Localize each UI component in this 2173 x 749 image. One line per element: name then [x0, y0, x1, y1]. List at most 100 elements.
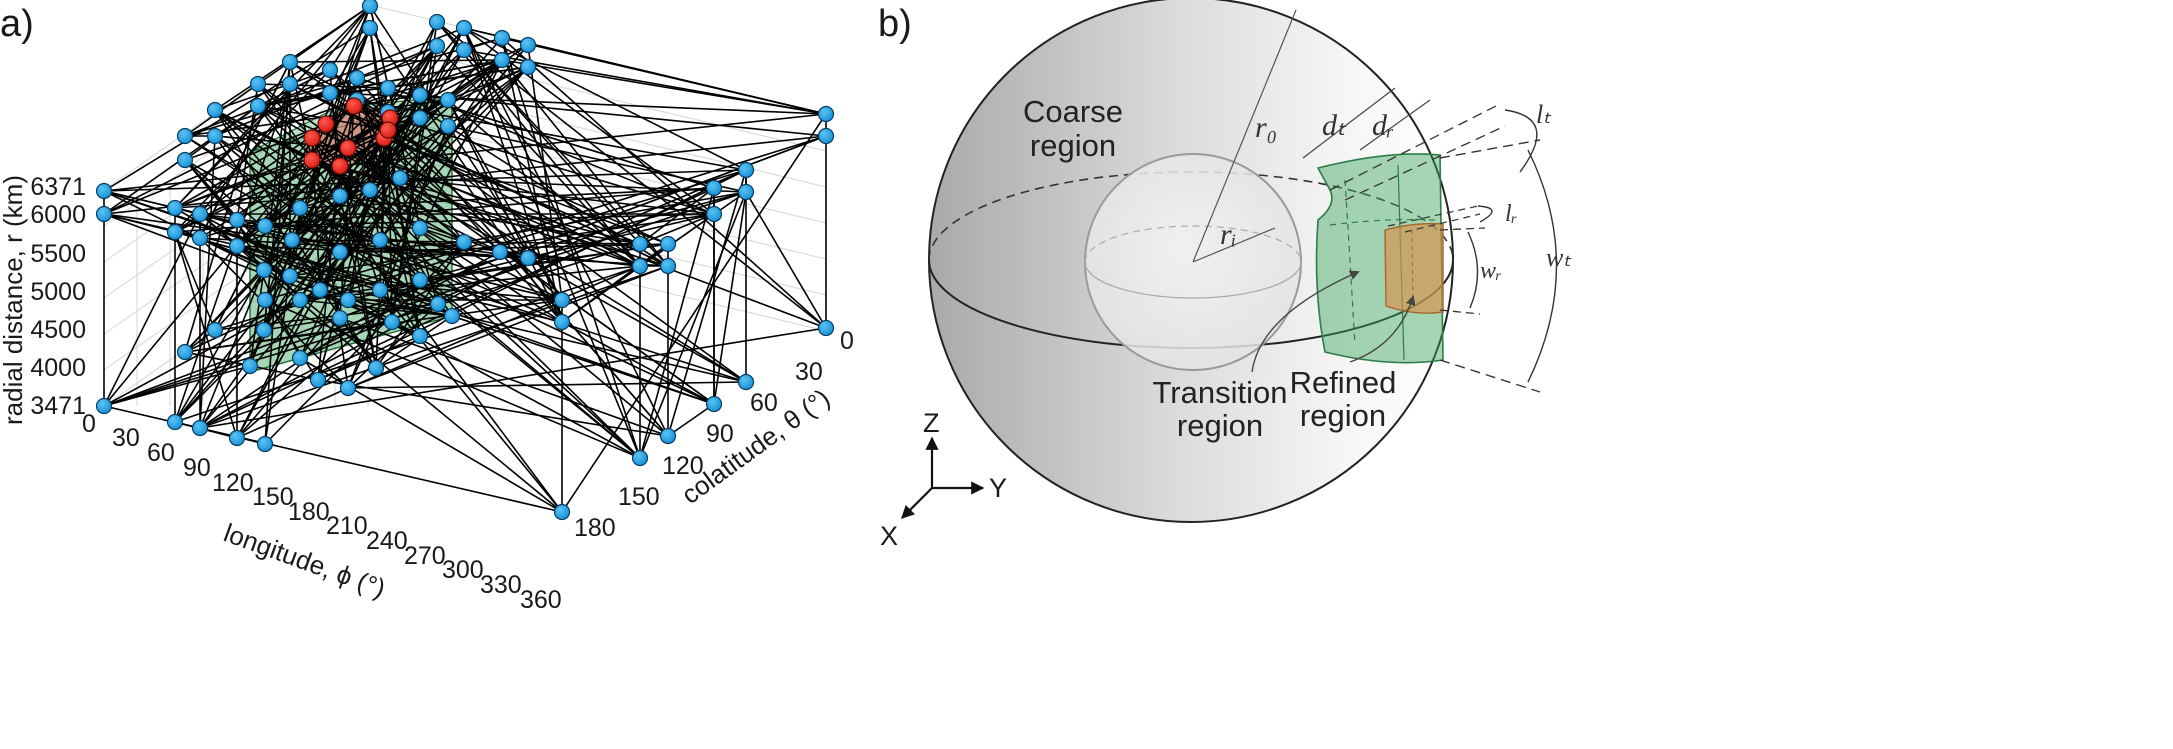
refined-region-shape: [1384, 222, 1444, 314]
mesh-edge: [347, 303, 439, 389]
mesh-edge: [347, 189, 371, 301]
coarse-node: [705, 179, 723, 197]
mesh-edge: [561, 113, 827, 513]
mesh-edge: [311, 159, 563, 323]
coarse-node: [371, 231, 389, 249]
mesh-edge: [311, 159, 641, 245]
coarse-node: [411, 271, 429, 289]
mesh-edge: [103, 45, 438, 215]
coarse-node: [631, 235, 649, 253]
inner-radius-line: [1192, 227, 1276, 263]
coarse-node: [281, 53, 299, 71]
mesh-edge: [289, 61, 389, 131]
mesh-edge: [356, 45, 438, 79]
coarse-node: [283, 231, 301, 249]
coarse-node: [631, 449, 649, 467]
mesh-edge: [713, 191, 747, 405]
mesh-edge: [236, 245, 529, 259]
panel-b-sphere-diagram: b): [878, 0, 1572, 551]
mesh-edge: [174, 231, 238, 439]
coarse-node: [249, 75, 267, 93]
coarse-node: [176, 151, 194, 169]
coarse-node: [228, 429, 246, 447]
mesh-edge: [447, 66, 529, 101]
longitude-tick: 120: [212, 469, 254, 497]
mesh-edge: [463, 27, 669, 437]
mesh-edge: [463, 241, 641, 245]
coarse-node: [411, 219, 429, 237]
refined-region-label-line1: Refined: [1290, 365, 1397, 400]
coarse-node: [553, 313, 571, 331]
coarse-node: [659, 235, 677, 253]
mesh-edge: [339, 165, 381, 291]
longitude-tick: 0: [82, 410, 96, 438]
mesh-edge: [339, 251, 747, 383]
mesh-edge: [174, 5, 371, 209]
mesh-edge: [353, 59, 503, 107]
refined-node: [331, 157, 349, 175]
coarse-node: [291, 349, 309, 367]
inner-equator-front: [1084, 261, 1302, 299]
mesh-edge: [447, 125, 747, 193]
coarse-node: [321, 61, 339, 79]
mesh-edge: [236, 279, 421, 439]
wt-arc: [1527, 149, 1558, 383]
mesh-edge: [501, 59, 827, 115]
x-axis-label: X: [880, 521, 898, 551]
colatitude-tick: 0: [840, 327, 854, 355]
coarse-node: [519, 36, 537, 54]
grid-line: [369, 220, 827, 332]
coarse-node: [443, 307, 461, 325]
mesh-edge: [639, 187, 715, 245]
colatitude-tick: 180: [574, 514, 616, 542]
mesh-edge: [399, 177, 715, 405]
radial-tick: 4000: [30, 354, 86, 382]
mesh-edge: [174, 117, 391, 233]
y-axis-label: Y: [989, 473, 1007, 503]
coarse-node: [428, 37, 446, 55]
coarse-node: [737, 373, 755, 391]
mesh-edge: [263, 61, 291, 271]
mesh-edge: [214, 303, 439, 331]
coarse-node: [339, 291, 357, 309]
coarse-node: [455, 233, 473, 251]
coarse-node: [309, 371, 327, 389]
radial-tick: 6000: [30, 201, 86, 229]
coarse-node: [281, 267, 299, 285]
transition-pointer-arrow: [1251, 270, 1360, 373]
mesh-edge: [264, 241, 465, 301]
lr-symbol: lᵣ: [1505, 201, 1518, 227]
longitude-tick: 360: [520, 586, 562, 614]
coarse-node: [291, 199, 309, 217]
mesh-edge: [561, 321, 715, 405]
mesh-edge: [184, 92, 331, 137]
coarse-node: [166, 199, 184, 217]
panel-a-mesh-plot: a) 6371 6000 5500 5000 4500 4000 3471 ra…: [0, 0, 854, 614]
coarse-node: [361, 181, 379, 199]
mesh-edge: [184, 105, 259, 353]
coarse-node: [206, 127, 224, 145]
mesh-edge: [501, 37, 641, 459]
mesh-edge: [463, 49, 669, 267]
mesh-edge: [339, 125, 449, 253]
lt-arc: [1504, 109, 1538, 173]
mesh-edge: [236, 387, 349, 439]
coarse-node: [228, 211, 246, 229]
mesh-edge: [339, 317, 669, 437]
coarse-node: [383, 313, 401, 331]
coarse-node: [191, 205, 209, 223]
mesh-edge: [291, 165, 341, 241]
panel-a-label: a): [0, 3, 34, 45]
coarse-node: [241, 357, 259, 375]
refined-node: [317, 115, 335, 133]
longitude-tick: 90: [183, 454, 211, 482]
coarse-node: [411, 327, 429, 345]
colatitude-tick: 150: [618, 483, 660, 511]
refined-node: [303, 151, 321, 169]
refined-region-label-line2: region: [1300, 398, 1386, 433]
ri-symbol: rᵢ: [1220, 218, 1236, 251]
lr-dash-1: [1387, 205, 1479, 227]
coarse-node: [95, 205, 113, 223]
coarse-region-label-line1: Coarse: [1023, 94, 1123, 129]
mesh-edge: [379, 66, 529, 241]
